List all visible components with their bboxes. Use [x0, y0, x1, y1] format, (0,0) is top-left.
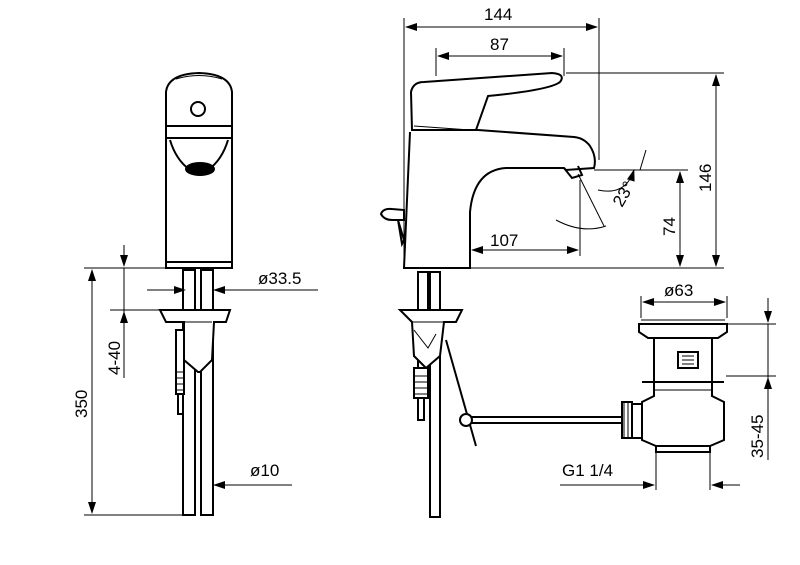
dim-waste-range: 35-45 — [748, 415, 767, 458]
waste-flange — [638, 323, 728, 339]
dim-spout-reach: 87 — [490, 35, 509, 54]
dim-body-diameter: ø33.5 — [258, 269, 301, 288]
side-clamp — [397, 309, 464, 370]
front-lever-head — [165, 71, 233, 127]
dim-hose-diameter: ø10 — [250, 461, 279, 480]
front-body — [165, 126, 233, 269]
front-clamp — [158, 309, 232, 373]
side-body — [402, 129, 596, 269]
dim-waste-thread: G1 1/4 — [562, 461, 613, 480]
dim-waste-diameter: ø63 — [664, 281, 693, 300]
front-hose-right — [200, 269, 214, 516]
dim-height-total: 146 — [696, 164, 715, 192]
dim-counter-thickness: 4-40 — [105, 341, 124, 375]
waste-valve: ø63 35-45 G1 1/4 — [560, 281, 776, 490]
side-popup-knob — [379, 207, 405, 221]
dim-spout-angle: 23° — [609, 178, 638, 210]
dim-outlet-distance: 107 — [490, 231, 518, 250]
popup-rod — [445, 339, 477, 447]
front-view: ø33.5 ø10 4-40 350 — [72, 71, 318, 516]
dim-width-total: 144 — [484, 5, 512, 24]
waste-slot — [677, 351, 699, 369]
side-outlet — [563, 165, 584, 180]
waste-body — [641, 338, 725, 447]
front-lever-button — [190, 101, 206, 117]
side-lever — [409, 71, 563, 131]
dim-height-outlet: 74 — [660, 217, 679, 236]
side-view: 144 87 146 74 107 23° — [379, 5, 724, 518]
dim-hose-length: 350 — [72, 390, 91, 418]
